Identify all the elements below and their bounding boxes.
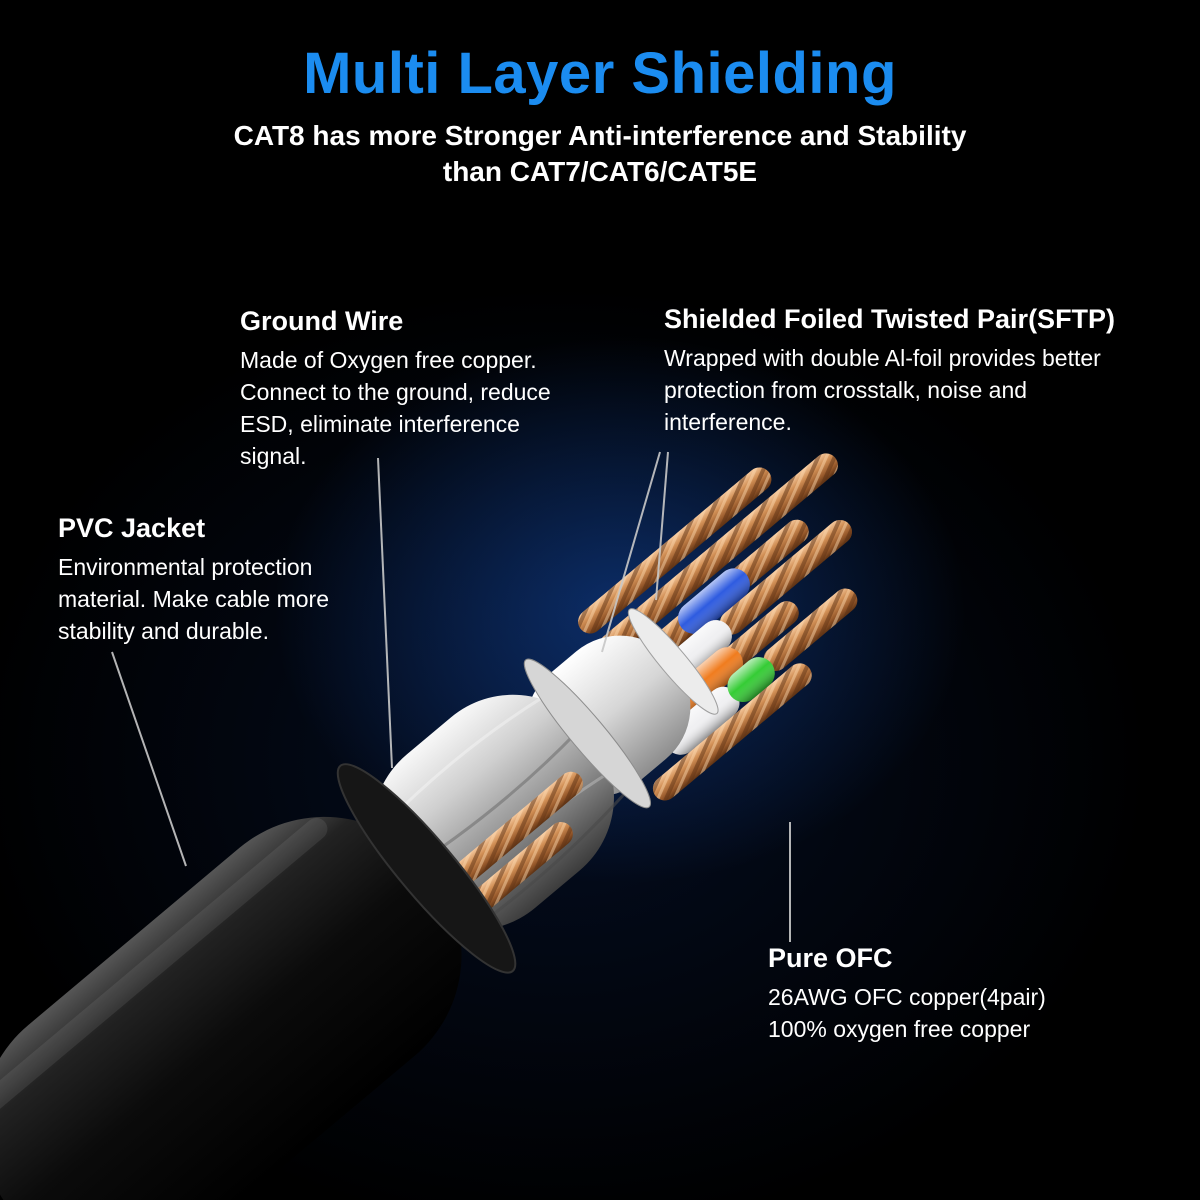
subtitle: CAT8 has more Stronger Anti-interference… <box>0 118 1200 191</box>
subtitle-line-1: CAT8 has more Stronger Anti-interference… <box>233 119 967 151</box>
sftp-leader-line-2 <box>655 451 669 601</box>
page-title: Multi Layer Shielding <box>303 41 897 106</box>
callout-pure-ofc: Pure OFC 26AWG OFC copper(4pair) 100% oxy… <box>768 942 1108 1046</box>
sftp-body: Wrapped with double Al-foil provides bet… <box>664 345 1101 435</box>
callout-sftp: Shielded Foiled Twisted Pair(SFTP) Wrapp… <box>664 303 1184 439</box>
pvc-jacket-leader-line <box>111 651 187 867</box>
sftp-leader-line-1 <box>601 451 661 653</box>
pvc-jacket-title: PVC Jacket <box>58 513 206 543</box>
callout-pvc-jacket: PVC Jacket Environmental protection mate… <box>58 512 370 648</box>
pure-ofc-body-line-1: 26AWG OFC copper(4pair) <box>768 984 1046 1011</box>
ground-wire-body: Made of Oxygen free copper. Connect to t… <box>240 347 551 469</box>
sftp-title: Shielded Foiled Twisted Pair(SFTP) <box>664 304 1116 334</box>
green-pair-wire <box>664 588 858 755</box>
pure-ofc-title: Pure OFC <box>768 943 893 973</box>
pvc-jacket-body <box>0 763 517 1200</box>
pure-ofc-body: 26AWG OFC copper(4pair) 100% oxygen free … <box>768 982 1108 1045</box>
pure-ofc-body-line-2: 100% oxygen free copper <box>768 1016 1031 1043</box>
pvc-jacket-body: Environmental protection material. Make … <box>58 554 329 644</box>
copper-wire-pair-top <box>578 453 838 659</box>
callout-ground-wire: Ground Wire Made of Oxygen free copper. … <box>240 305 585 472</box>
ground-wire-leader-line <box>377 457 393 769</box>
subtitle-line-2: than CAT7/CAT6/CAT5E <box>442 156 758 188</box>
ground-wire-title: Ground Wire <box>240 306 404 336</box>
header: Multi Layer Shielding CAT8 has more Stro… <box>0 42 1200 191</box>
copper-wire-bottom <box>652 663 812 801</box>
